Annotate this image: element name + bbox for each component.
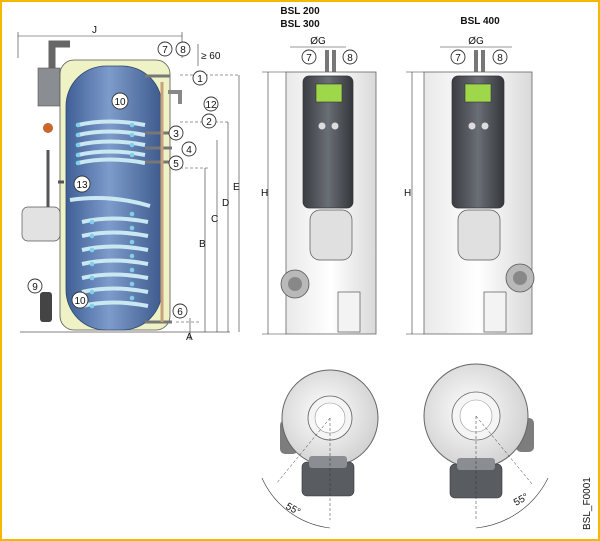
callout-7: 7 (157, 41, 173, 57)
svg-text:2: 2 (206, 117, 212, 128)
svg-text:7: 7 (306, 53, 312, 64)
control-display-right (464, 83, 492, 103)
diameter-g-label-right: ØG (468, 36, 484, 47)
svg-text:5: 5 (173, 159, 179, 170)
pump (43, 123, 53, 133)
svg-text:7: 7 (162, 45, 168, 56)
callout-7-right: 7 (450, 49, 466, 65)
callout-12: 12 (203, 96, 219, 112)
boiler-module-mid (302, 75, 354, 209)
top-view-right: 55° (423, 363, 549, 529)
mixing-valve (168, 90, 182, 104)
diameter-g-label-mid: ØG (310, 36, 326, 47)
callout-8: 8 (175, 41, 191, 57)
dimension-h-label-mid: H (261, 188, 268, 199)
figure-code: BSL_F0001 (582, 477, 593, 530)
dimension-a-label: A (186, 332, 193, 343)
callout-8-right: 8 (492, 49, 508, 65)
callout-3: 3 (168, 125, 184, 141)
dimension-b-label: B (199, 239, 206, 250)
dimension-j-label: J (92, 25, 97, 36)
callout-5: 5 (168, 155, 184, 171)
svg-text:1: 1 (197, 74, 203, 85)
svg-text:9: 9 (32, 282, 38, 293)
control-display-mid (315, 83, 343, 103)
dimension-h-label-right: H (404, 188, 411, 199)
callout-7-mid: 7 (301, 49, 317, 65)
cross-section-view: J (17, 25, 240, 343)
callout-8-mid: 8 (342, 49, 358, 65)
expansion-vessel (21, 206, 61, 242)
callout-2: 2 (201, 113, 217, 129)
svg-text:12: 12 (205, 100, 217, 111)
callout-13: 13 (73, 175, 91, 193)
condensate-tank-right (483, 291, 507, 333)
upper-heating-coil (75, 119, 146, 166)
callout-9: 9 (27, 278, 43, 294)
svg-text:8: 8 (497, 53, 503, 64)
svg-text:13: 13 (76, 180, 88, 191)
model-title-bsl-200: BSL 200 (280, 6, 320, 17)
wall-bracket (37, 67, 61, 107)
top-view-left: 55° (261, 369, 379, 529)
condensate-bottle (40, 292, 52, 322)
dimension-e-label: E (233, 182, 240, 193)
angle-label-left: 55° (284, 501, 303, 518)
lower-heating-coil (69, 196, 151, 309)
callout-6: 6 (172, 303, 188, 319)
svg-text:3: 3 (173, 129, 179, 140)
svg-text:8: 8 (180, 45, 186, 56)
front-view-bsl-200-300: BSL 200 BSL 300 ØG 7 8 H (261, 6, 377, 335)
dimension-c-label: C (211, 214, 218, 225)
model-title-bsl-300: BSL 300 (280, 19, 320, 30)
angle-label-right: 55° (512, 492, 531, 509)
callout-10-top: 10 (111, 92, 129, 110)
front-view-bsl-400: BSL 400 ØG 7 8 H (404, 16, 535, 335)
expansion-vessel-right (457, 209, 501, 261)
svg-text:8: 8 (347, 53, 353, 64)
callout-1: 1 (192, 70, 208, 86)
model-title-bsl-400: BSL 400 (460, 16, 500, 27)
callout-4: 4 (181, 141, 197, 157)
svg-text:7: 7 (455, 53, 461, 64)
clearance-label: ≥ 60 (201, 51, 221, 62)
dimension-d-label: D (222, 198, 229, 209)
svg-text:6: 6 (177, 307, 183, 318)
svg-text:10: 10 (114, 97, 126, 108)
condensate-tank-mid (337, 291, 361, 333)
connection-pipes (145, 74, 172, 324)
boiler-module-right (451, 75, 505, 209)
svg-text:4: 4 (186, 145, 192, 156)
expansion-vessel-mid (309, 209, 353, 261)
callout-10-bottom: 10 (71, 291, 89, 309)
svg-text:10: 10 (74, 296, 86, 307)
